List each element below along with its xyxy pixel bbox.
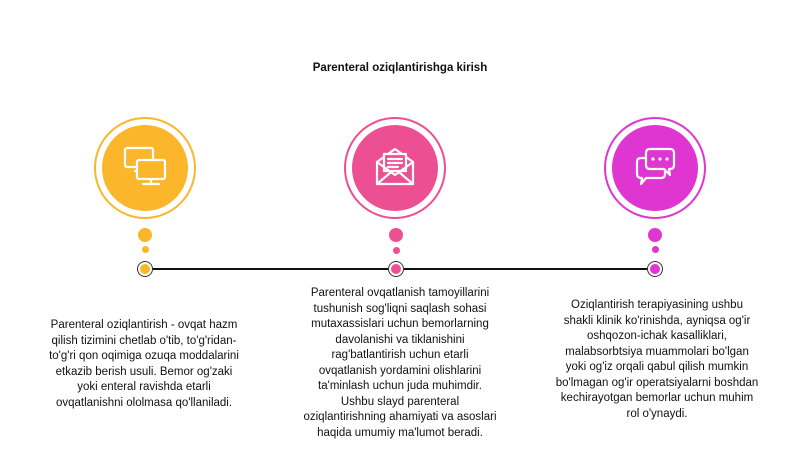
step-1-description: Parenteral oziqlantirish - ovqat hazm qi… — [20, 318, 268, 411]
step-3-description: Oziqlantirish terapiyasining ushbu shakl… — [532, 298, 782, 422]
envelope-letter-icon — [372, 144, 418, 193]
step-2-line: Ushbu slayd parenteral — [340, 395, 460, 408]
step-3-line: kechirayotgan bemorlar uchun muhim — [560, 392, 754, 404]
step-2-ring — [344, 117, 446, 219]
chat-bubbles-icon — [632, 144, 678, 193]
step-2-line: tushunish sog'liqni saqlash sohasi — [313, 302, 487, 315]
step-1-ring — [94, 117, 196, 219]
step-1-line: yoki enteral ravishda etarli — [77, 381, 211, 393]
step-1-disc — [102, 125, 188, 211]
step-3-timeline-node — [647, 261, 663, 277]
step-2-description: Parenteral ovqatlanish tamoyillarini tus… — [270, 286, 530, 441]
step-2-dot-small — [393, 247, 400, 254]
step-1-line: etkazib berish usuli. Bemor og'zaki — [55, 365, 233, 378]
step-2-line: rag'batlantirish uchun etarli — [331, 349, 469, 361]
step-3-ring — [604, 117, 706, 219]
step-3-line: rol o'ynaydi. — [626, 407, 688, 420]
step-1-line: ovqatlanishni ololmasa qo'llaniladi. — [55, 396, 233, 409]
step-1-dot-small — [142, 246, 149, 253]
step-1-line: to'g'ri qon oqimiga ozuqa moddalarini — [49, 350, 239, 362]
step-3-line: malabsorbtsiya muammolari bo'lgan — [565, 345, 749, 358]
step-1-line: Parenteral oziqlantirish - ovqat hazm — [50, 319, 238, 331]
step-1-dot-large — [138, 228, 152, 242]
step-3-dot-large — [648, 228, 662, 242]
step-2-line: mutaxassislari uchun bemorlarning — [311, 318, 489, 330]
step-3-line: shakli klinik ko'rinishda, ayniqsa og'ir — [563, 314, 751, 327]
step-2-line: davolanishi va tiklanishini — [335, 333, 465, 346]
slide-title: Parenteral oziqlantirishga kirish — [312, 62, 488, 74]
step-2-line: oziqlantirishning ahamiyati va asoslari — [303, 411, 497, 423]
step-1-line: qilish tizimini chetlab o'tib, to'g'rida… — [51, 334, 237, 347]
step-2-line: Parenteral ovqatlanish tamoyillarini — [310, 287, 490, 299]
step-3-line: bo'lmagan og'ir operatsiyalarni boshdan — [555, 376, 759, 389]
step-3-disc — [612, 125, 698, 211]
step-3-line: yoki og'iz orqali qabul qilish mumkin — [565, 361, 749, 373]
step-2-timeline-node — [388, 261, 404, 277]
step-2-dot-large — [389, 228, 403, 242]
step-2-disc — [352, 125, 438, 211]
step-3-line: Oziqlantirish terapiyasining ushbu — [571, 299, 743, 311]
step-3-dot-small — [652, 246, 659, 253]
monitor-stack-icon — [121, 144, 169, 193]
step-3-line: oshqozon-ichak kasalliklari, — [587, 330, 727, 342]
step-2-line: haqida umumiy ma'lumot beradi. — [317, 426, 483, 439]
step-1-timeline-node — [137, 261, 153, 277]
step-2-line: ovqatlanish yordamini olishlarini — [318, 364, 482, 377]
step-2-line: ta'minlash uchun juda muhimdir. — [318, 380, 482, 392]
